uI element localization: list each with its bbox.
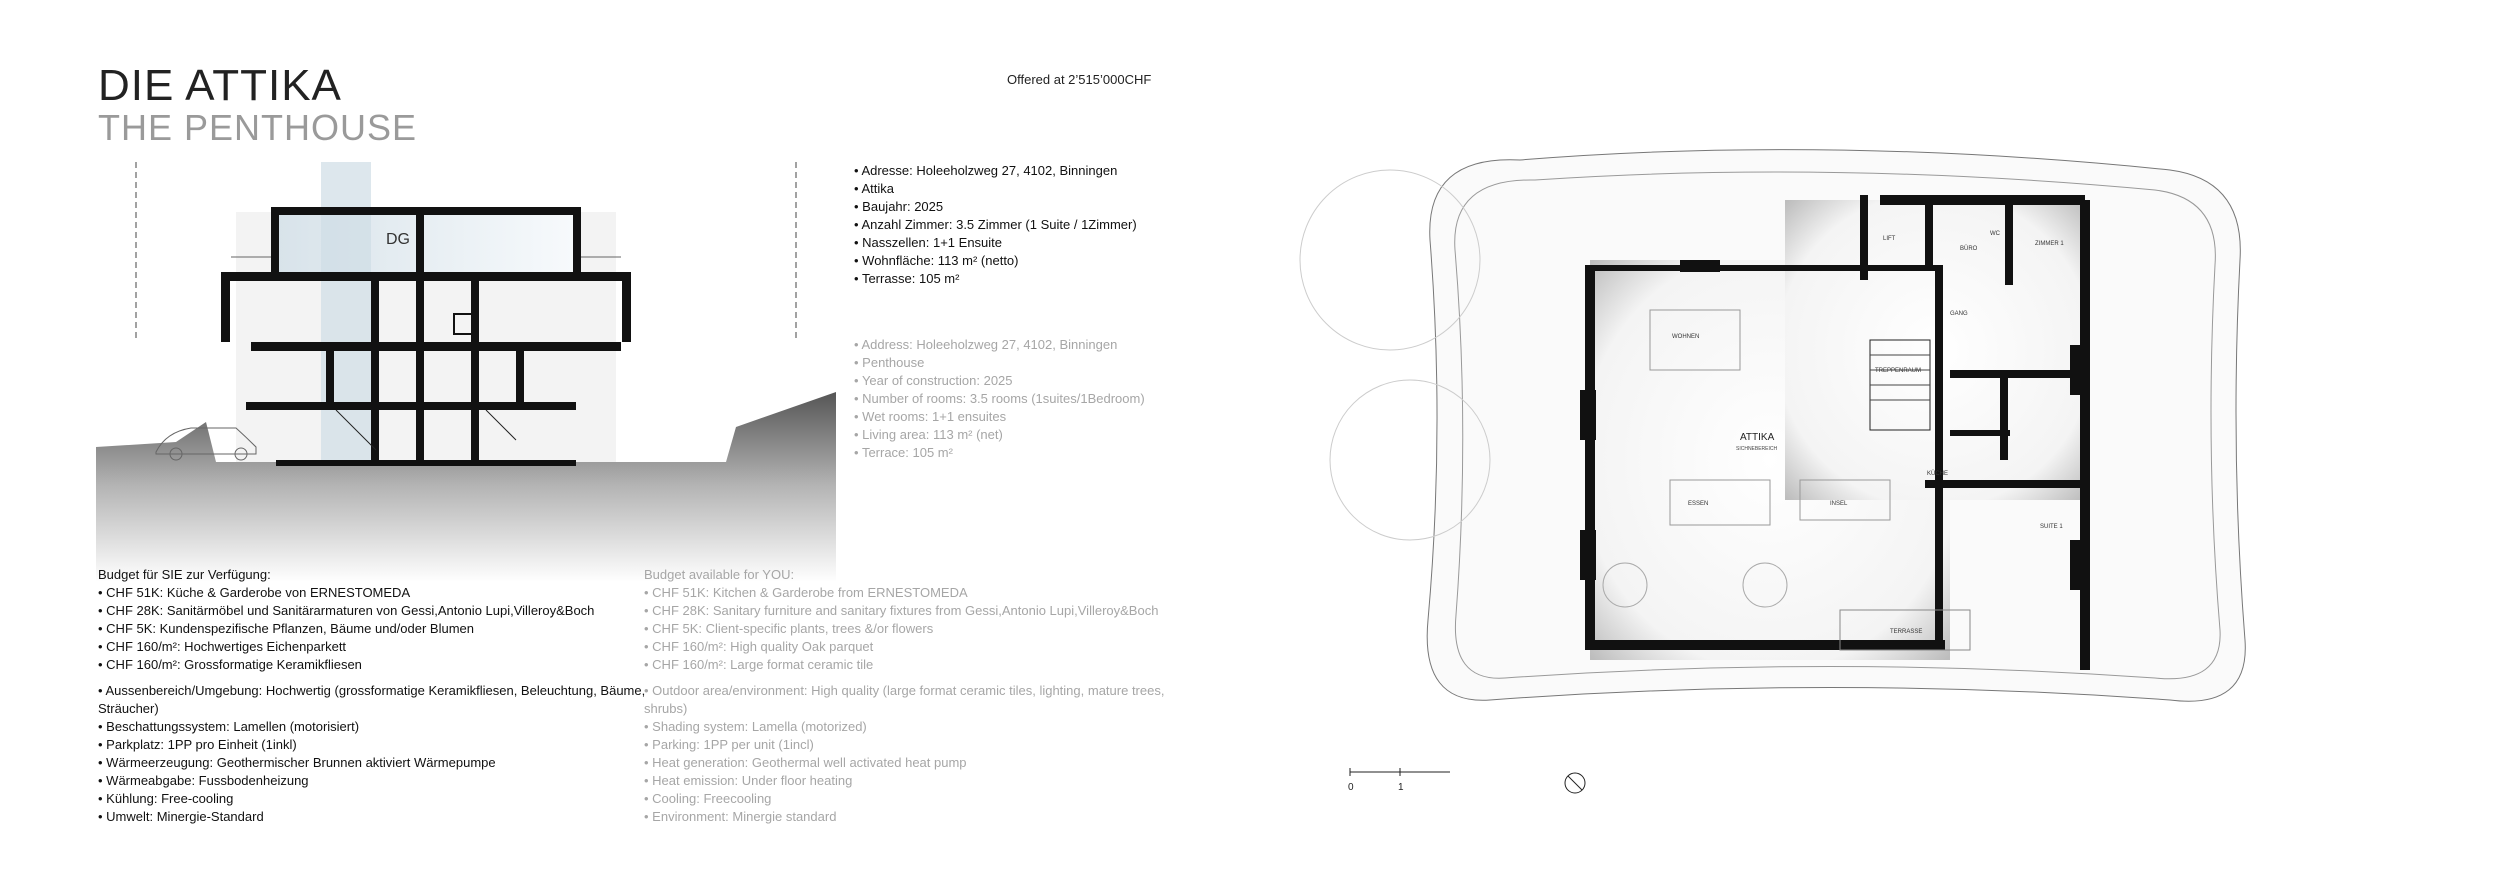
extra-item: Beschattungssystem: Lamellen (motorisier… [98, 718, 658, 736]
budget-item: CHF 5K: Kundenspezifische Pflanzen, Bäum… [98, 620, 658, 638]
budget-item: CHF 160/m²: High quality Oak parquet [644, 638, 1204, 656]
extra-item: Cooling: Freecooling [644, 790, 1204, 808]
fact-item: Adresse: Holeeholzweg 27, 4102, Binninge… [854, 162, 1137, 180]
budget-item: CHF 5K: Client-specific plants, trees &/… [644, 620, 1204, 638]
extra-item: Parkplatz: 1PP pro Einheit (1inkl) [98, 736, 658, 754]
fact-item: Wet rooms: 1+1 ensuites [854, 408, 1145, 426]
plan-label: TREPPENRAUM [1875, 368, 1921, 374]
plan-label: TERRASSE [1890, 629, 1922, 635]
extra-item: Wärmeabgabe: Fussbodenheizung [98, 772, 658, 790]
fact-item: Address: Holeeholzweg 27, 4102, Binninge… [854, 336, 1145, 354]
plan-label: ZIMMER 1 [2035, 241, 2064, 247]
plan-label: ATTIKA [1740, 432, 1775, 443]
scale-label: 0 [1348, 782, 1354, 793]
budget-en: Budget available for YOU: CHF 51K: Kitch… [644, 566, 1204, 826]
plan-label: WC [1990, 231, 2001, 237]
extra-item: Shading system: Lamella (motorized) [644, 718, 1204, 736]
extra-item: Outdoor area/environment: High quality (… [644, 682, 1204, 718]
plan-label: ESSEN [1688, 501, 1708, 507]
fact-item: Baujahr: 2025 [854, 198, 1137, 216]
fact-item: Attika [854, 180, 1137, 198]
budget-item: CHF 160/m²: Large format ceramic tile [644, 656, 1204, 674]
plan-label: BÜRO [1960, 245, 1978, 252]
fact-item: Anzahl Zimmer: 3.5 Zimmer (1 Suite / 1Zi… [854, 216, 1136, 234]
facts-list-en: Address: Holeeholzweg 27, 4102, Binninge… [854, 336, 1145, 462]
budget-item: CHF 160/m²: Grossformatige Keramikfliese… [98, 656, 658, 674]
budget-item: CHF 28K: Sanitärmöbel und Sanitärarmatur… [98, 602, 658, 620]
budget-de: Budget für SIE zur Verfügung: CHF 51K: K… [98, 566, 658, 826]
building-section-drawing: DG [96, 162, 836, 582]
budget-heading: Budget available for YOU: [644, 567, 795, 582]
plan-label: KÜCHE [1927, 470, 1948, 477]
extra-item: Wärmeerzeugung: Geothermischer Brunnen a… [98, 754, 658, 772]
budget-item: CHF 51K: Kitchen & Garderobe from ERNEST… [644, 584, 1204, 602]
extra-item: Heat generation: Geothermal well activat… [644, 754, 1204, 772]
fact-item: Wohnfläche: 113 m² (netto) [854, 252, 1137, 270]
floor-plan-drawing: ATTIKA SICHNEBEREICH LIFT BÜRO WC ZIMMER… [1299, 149, 2246, 794]
offer-price: Offered at 2’515’000CHF [1007, 72, 1152, 87]
fact-item: Nasszellen: 1+1 Ensuite [854, 234, 1137, 252]
lift-icon [453, 313, 473, 335]
scale-label: 1 [1398, 782, 1404, 793]
north-arrow-icon [1564, 772, 1586, 794]
extra-item: Heat emission: Under floor heating [644, 772, 1204, 790]
extra-item: Parking: 1PP per unit (1incl) [644, 736, 1204, 754]
plan-label: GANG [1950, 311, 1968, 317]
plan-label: SUITE 1 [2040, 524, 2063, 530]
fact-item: Living area: 113 m² (net) [854, 426, 1145, 444]
budget-item: CHF 160/m²: Hochwertiges Eichenparkett [98, 638, 658, 656]
budget-heading: Budget für SIE zur Verfügung: [98, 567, 271, 582]
budget-item: CHF 51K: Küche & Garderobe von ERNESTOME… [98, 584, 658, 602]
fact-item: Year of construction: 2025 [854, 372, 1145, 390]
page-title: DIE ATTIKA [98, 61, 342, 110]
plan-label: INSEL [1830, 501, 1848, 507]
extra-item: Kühlung: Free-cooling [98, 790, 658, 808]
car-icon [155, 427, 257, 455]
ground-terrain [96, 392, 836, 582]
extra-item: Environment: Minergie standard [644, 808, 1204, 826]
budget-item: CHF 28K: Sanitary furniture and sanitary… [644, 602, 1204, 620]
plan-label: LIFT [1883, 236, 1896, 242]
fact-item: Number of rooms: 3.5 rooms (1suites/1Bed… [854, 390, 1145, 408]
page-subtitle: THE PENTHOUSE [98, 107, 418, 148]
facts-list-de: Adresse: Holeeholzweg 27, 4102, Binninge… [854, 162, 1137, 288]
plan-label: SICHNEBEREICH [1736, 446, 1778, 452]
fact-item: Terrasse: 105 m² [854, 270, 1137, 288]
extra-item: Aussenbereich/Umgebung: Hochwertig (gros… [98, 682, 658, 718]
extra-item: Umwelt: Minergie-Standard [98, 808, 658, 826]
plan-label: WOHNEN [1672, 334, 1699, 340]
section-label: DG [386, 231, 410, 248]
fact-item: Penthouse [854, 354, 1145, 372]
fact-item: Terrace: 105 m² [854, 444, 1145, 462]
